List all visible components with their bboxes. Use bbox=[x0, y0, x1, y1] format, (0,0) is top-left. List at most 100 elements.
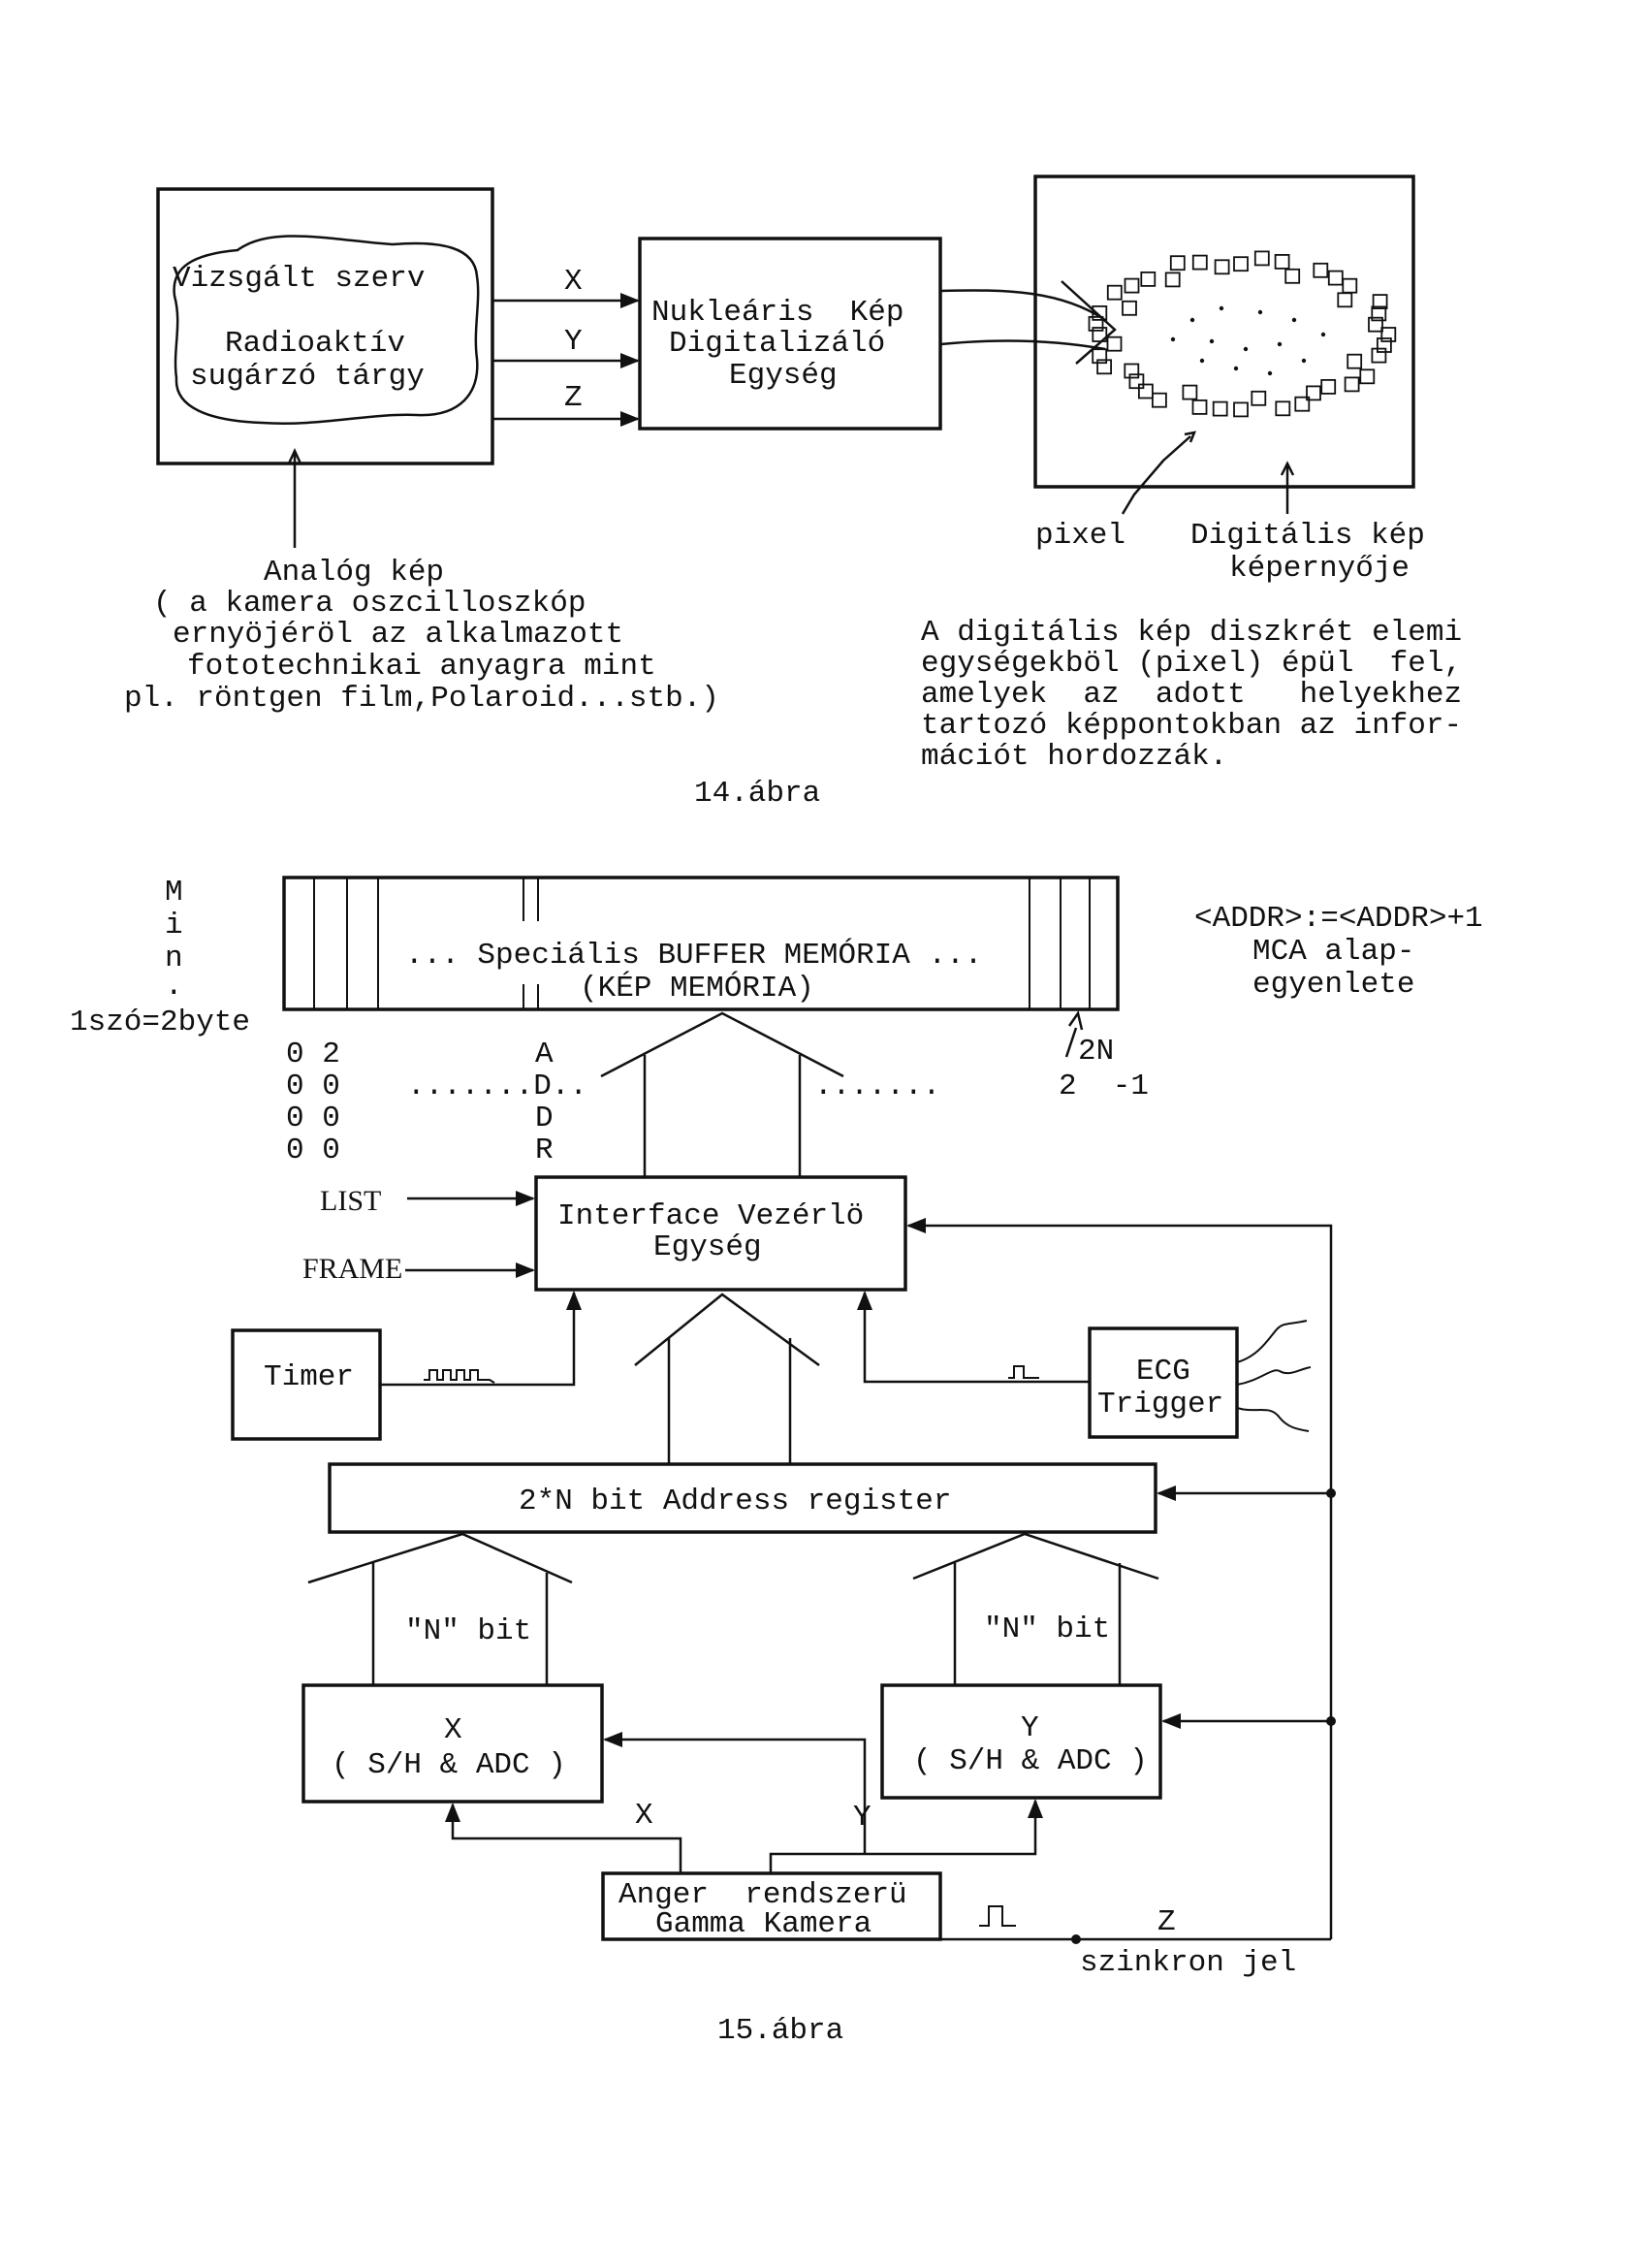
interface-text-2: Egység bbox=[653, 1230, 762, 1264]
side-label-char-3: n bbox=[165, 942, 183, 975]
digital-caption-2: egységekböl (pixel) épül fel, bbox=[921, 647, 1462, 681]
addr-dots-left: .......D.. bbox=[407, 1070, 587, 1103]
y-adc-label-1: Y bbox=[1021, 1711, 1039, 1745]
pixel-square bbox=[1092, 304, 1108, 321]
pixel-square bbox=[1191, 399, 1208, 415]
list-label: LIST bbox=[320, 1185, 381, 1217]
mca-text-2: egyenlete bbox=[1252, 968, 1414, 1002]
analog-pointer-head bbox=[287, 448, 302, 464]
pixel-square bbox=[1284, 268, 1301, 284]
pixel-square bbox=[1214, 259, 1230, 275]
analog-caption-5: pl. röntgen film,Polaroid...stb.) bbox=[124, 682, 719, 716]
pixel-square bbox=[1368, 316, 1383, 333]
screen-label-1: Digitális kép bbox=[1190, 519, 1425, 553]
pixel-square bbox=[1313, 262, 1329, 278]
digital-caption-5: mációt hordozzák. bbox=[921, 740, 1227, 774]
y-adc-label-2: ( S/H & ADC ) bbox=[913, 1744, 1148, 1778]
pixel-square bbox=[1106, 284, 1123, 301]
sync-to-interface-arrow bbox=[906, 1218, 1333, 1939]
output-arrow-bottom bbox=[939, 339, 1106, 351]
screen-pointer-head bbox=[1280, 461, 1295, 476]
camera-x-label: X bbox=[635, 1799, 653, 1833]
pixel-dot bbox=[1277, 341, 1283, 347]
digitizer-box bbox=[638, 237, 942, 431]
interface-controller-box bbox=[534, 1175, 907, 1292]
camera-y-signal-arrow bbox=[769, 1799, 1043, 1873]
side-label-char-4: . bbox=[165, 970, 183, 1004]
organ-text-2: Radioaktív bbox=[225, 327, 405, 361]
pixel-dot bbox=[1301, 358, 1307, 364]
organ-text-1: Vizsgált szerv bbox=[173, 262, 425, 296]
camera-label-2: Gamma Kamera bbox=[655, 1907, 872, 1941]
output-arrow-head bbox=[1061, 280, 1117, 365]
bus-arrow-to-buffer-head bbox=[600, 1011, 844, 1078]
ecg-label-1: ECG bbox=[1136, 1355, 1190, 1389]
side-label-char-2: i bbox=[165, 909, 183, 942]
top-addr-base: 2 -1 bbox=[1059, 1070, 1149, 1103]
pixel-square bbox=[1138, 383, 1154, 399]
digital-caption-4: tartozó képpontokban az infor- bbox=[921, 709, 1462, 743]
y-adc-box bbox=[880, 1683, 1162, 1800]
camera-x-signal-arrow bbox=[445, 1803, 682, 1873]
y-to-x-adc-arrow bbox=[603, 1732, 867, 1854]
timer-pulse-train bbox=[424, 1369, 495, 1384]
addr-letter-r: R bbox=[535, 1134, 554, 1167]
digitizer-text-3: Egység bbox=[729, 359, 838, 393]
interface-text-1: Interface Vezérlö bbox=[557, 1199, 864, 1233]
address-register-label: 2*N bit Address register bbox=[519, 1485, 951, 1518]
z-pulse bbox=[979, 1905, 1016, 1927]
organ-text-3: sugárzó tárgy bbox=[190, 360, 425, 394]
pixel-square bbox=[1253, 250, 1270, 267]
pixel-square bbox=[1342, 277, 1358, 294]
pixel-square bbox=[1337, 292, 1353, 308]
pixel-square bbox=[1169, 255, 1186, 272]
camera-label-1: Anger rendszerü bbox=[618, 1878, 907, 1912]
pixel-dot bbox=[1170, 336, 1176, 342]
pixel-square bbox=[1306, 385, 1321, 401]
pixel-square bbox=[1251, 390, 1267, 406]
pixel-dot bbox=[1189, 317, 1195, 323]
addr-dots-right: ....... bbox=[814, 1070, 940, 1103]
pixel-square bbox=[1124, 363, 1140, 379]
addr-letter-a: A bbox=[535, 1038, 554, 1071]
pixel-square bbox=[1274, 253, 1290, 270]
signal-label-y: Y bbox=[564, 325, 583, 359]
pixel-square bbox=[1371, 305, 1387, 322]
figure-14-caption: 14.ábra bbox=[694, 777, 820, 811]
pixel-square bbox=[1191, 254, 1208, 271]
x-nbit-label: "N" bit bbox=[405, 1614, 531, 1648]
pixel-square bbox=[1106, 335, 1123, 352]
pixel-square bbox=[1122, 300, 1137, 316]
y-nbit-label: "N" bit bbox=[984, 1613, 1110, 1646]
timer-label: Timer bbox=[264, 1360, 354, 1394]
addr-column-row-3: 0 0 bbox=[286, 1102, 340, 1135]
pixel-dot bbox=[1243, 346, 1249, 352]
signal-label-x: X bbox=[564, 265, 583, 299]
analog-caption-2: ( a kamera oszcilloszkóp bbox=[153, 587, 586, 621]
camera-y-label: Y bbox=[853, 1801, 872, 1835]
pixel-square bbox=[1320, 378, 1337, 395]
x-nbit-arrow-head bbox=[307, 1532, 573, 1584]
addr-column-row-4: 0 0 bbox=[286, 1134, 340, 1167]
pixel-square bbox=[1182, 384, 1198, 400]
junction-dot bbox=[1326, 1488, 1336, 1498]
figure-15: M i n . 1szó=2byte ... Speciális BUFFER … bbox=[70, 876, 1483, 2048]
ecg-pulse bbox=[1008, 1365, 1039, 1379]
pixel-square bbox=[1359, 368, 1376, 385]
digitizer-text-1: Nukleáris Kép bbox=[651, 296, 903, 330]
pixel-square bbox=[1294, 396, 1311, 412]
signal-label-z: Z bbox=[564, 381, 583, 415]
pixel-square bbox=[1164, 272, 1181, 288]
buffer-memory-box bbox=[282, 876, 1120, 1011]
pixel-square bbox=[1096, 359, 1112, 375]
digital-caption-1: A digitális kép diszkrét elemi bbox=[921, 616, 1462, 650]
side-label-char-1: M bbox=[165, 876, 183, 910]
analog-caption-4: fototechnikai anyagra mint bbox=[187, 650, 656, 684]
pixel-dot bbox=[1199, 358, 1205, 364]
pixel-dot bbox=[1209, 338, 1215, 344]
x-adc-label-1: X bbox=[444, 1713, 462, 1747]
analog-caption-3: ernyöjéröl az alkalmazott bbox=[173, 618, 623, 652]
pixel-square bbox=[1128, 373, 1145, 390]
ecg-lead-wire bbox=[1236, 1320, 1308, 1363]
pixel-square bbox=[1212, 400, 1228, 417]
